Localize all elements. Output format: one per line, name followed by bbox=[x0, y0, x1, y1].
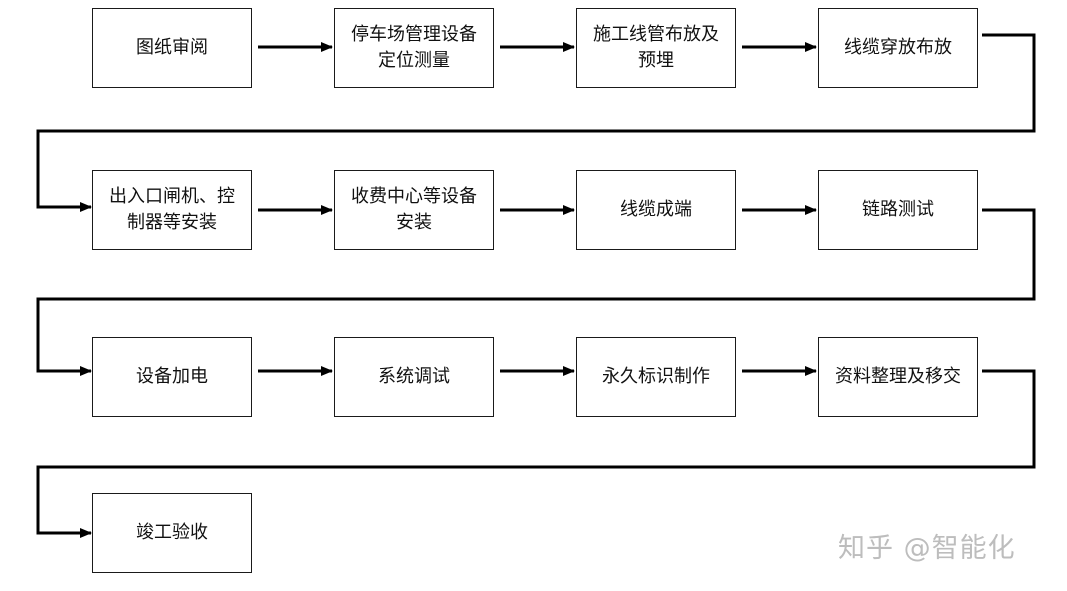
step-label: 出入口闸机、控制器等安装 bbox=[109, 186, 235, 233]
step-label: 设备加电 bbox=[136, 366, 208, 387]
step-label: 资料整理及移交 bbox=[835, 366, 961, 387]
step-label: 收费中心等设备安装 bbox=[351, 186, 477, 233]
step-cable-pulling: 线缆穿放布放 bbox=[818, 8, 978, 88]
step-conduit-laying: 施工线管布放及预埋 bbox=[576, 8, 736, 88]
step-label: 图纸审阅 bbox=[136, 37, 208, 58]
watermark-site: 知乎 bbox=[838, 533, 894, 564]
step-drawing-review: 图纸审阅 bbox=[92, 8, 252, 88]
step-label: 竣工验收 bbox=[136, 522, 208, 543]
step-center-install: 收费中心等设备安装 bbox=[334, 170, 494, 250]
step-link-test: 链路测试 bbox=[818, 170, 978, 250]
watermark: 知乎 @智能化 bbox=[838, 526, 1016, 565]
step-completion-acceptance: 竣工验收 bbox=[92, 493, 252, 573]
step-label: 施工线管布放及预埋 bbox=[593, 24, 719, 71]
step-cable-termination: 线缆成端 bbox=[576, 170, 736, 250]
step-label: 永久标识制作 bbox=[602, 366, 710, 387]
step-label: 停车场管理设备定位测量 bbox=[351, 24, 477, 71]
step-label: 系统调试 bbox=[378, 366, 450, 387]
watermark-handle: @智能化 bbox=[903, 533, 1016, 564]
step-system-debug: 系统调试 bbox=[334, 337, 494, 417]
step-equipment-positioning: 停车场管理设备定位测量 bbox=[334, 8, 494, 88]
arrow-8-9 bbox=[36, 208, 1036, 376]
step-handover: 资料整理及移交 bbox=[818, 337, 978, 417]
step-gate-install: 出入口闸机、控制器等安装 bbox=[92, 170, 252, 250]
step-label: 链路测试 bbox=[862, 199, 934, 220]
step-power-on: 设备加电 bbox=[92, 337, 252, 417]
step-labeling: 永久标识制作 bbox=[576, 337, 736, 417]
arrow-12-13 bbox=[36, 369, 1036, 538]
arrow-4-5 bbox=[36, 33, 1036, 212]
step-label: 线缆穿放布放 bbox=[844, 37, 952, 58]
step-label: 线缆成端 bbox=[620, 199, 692, 220]
